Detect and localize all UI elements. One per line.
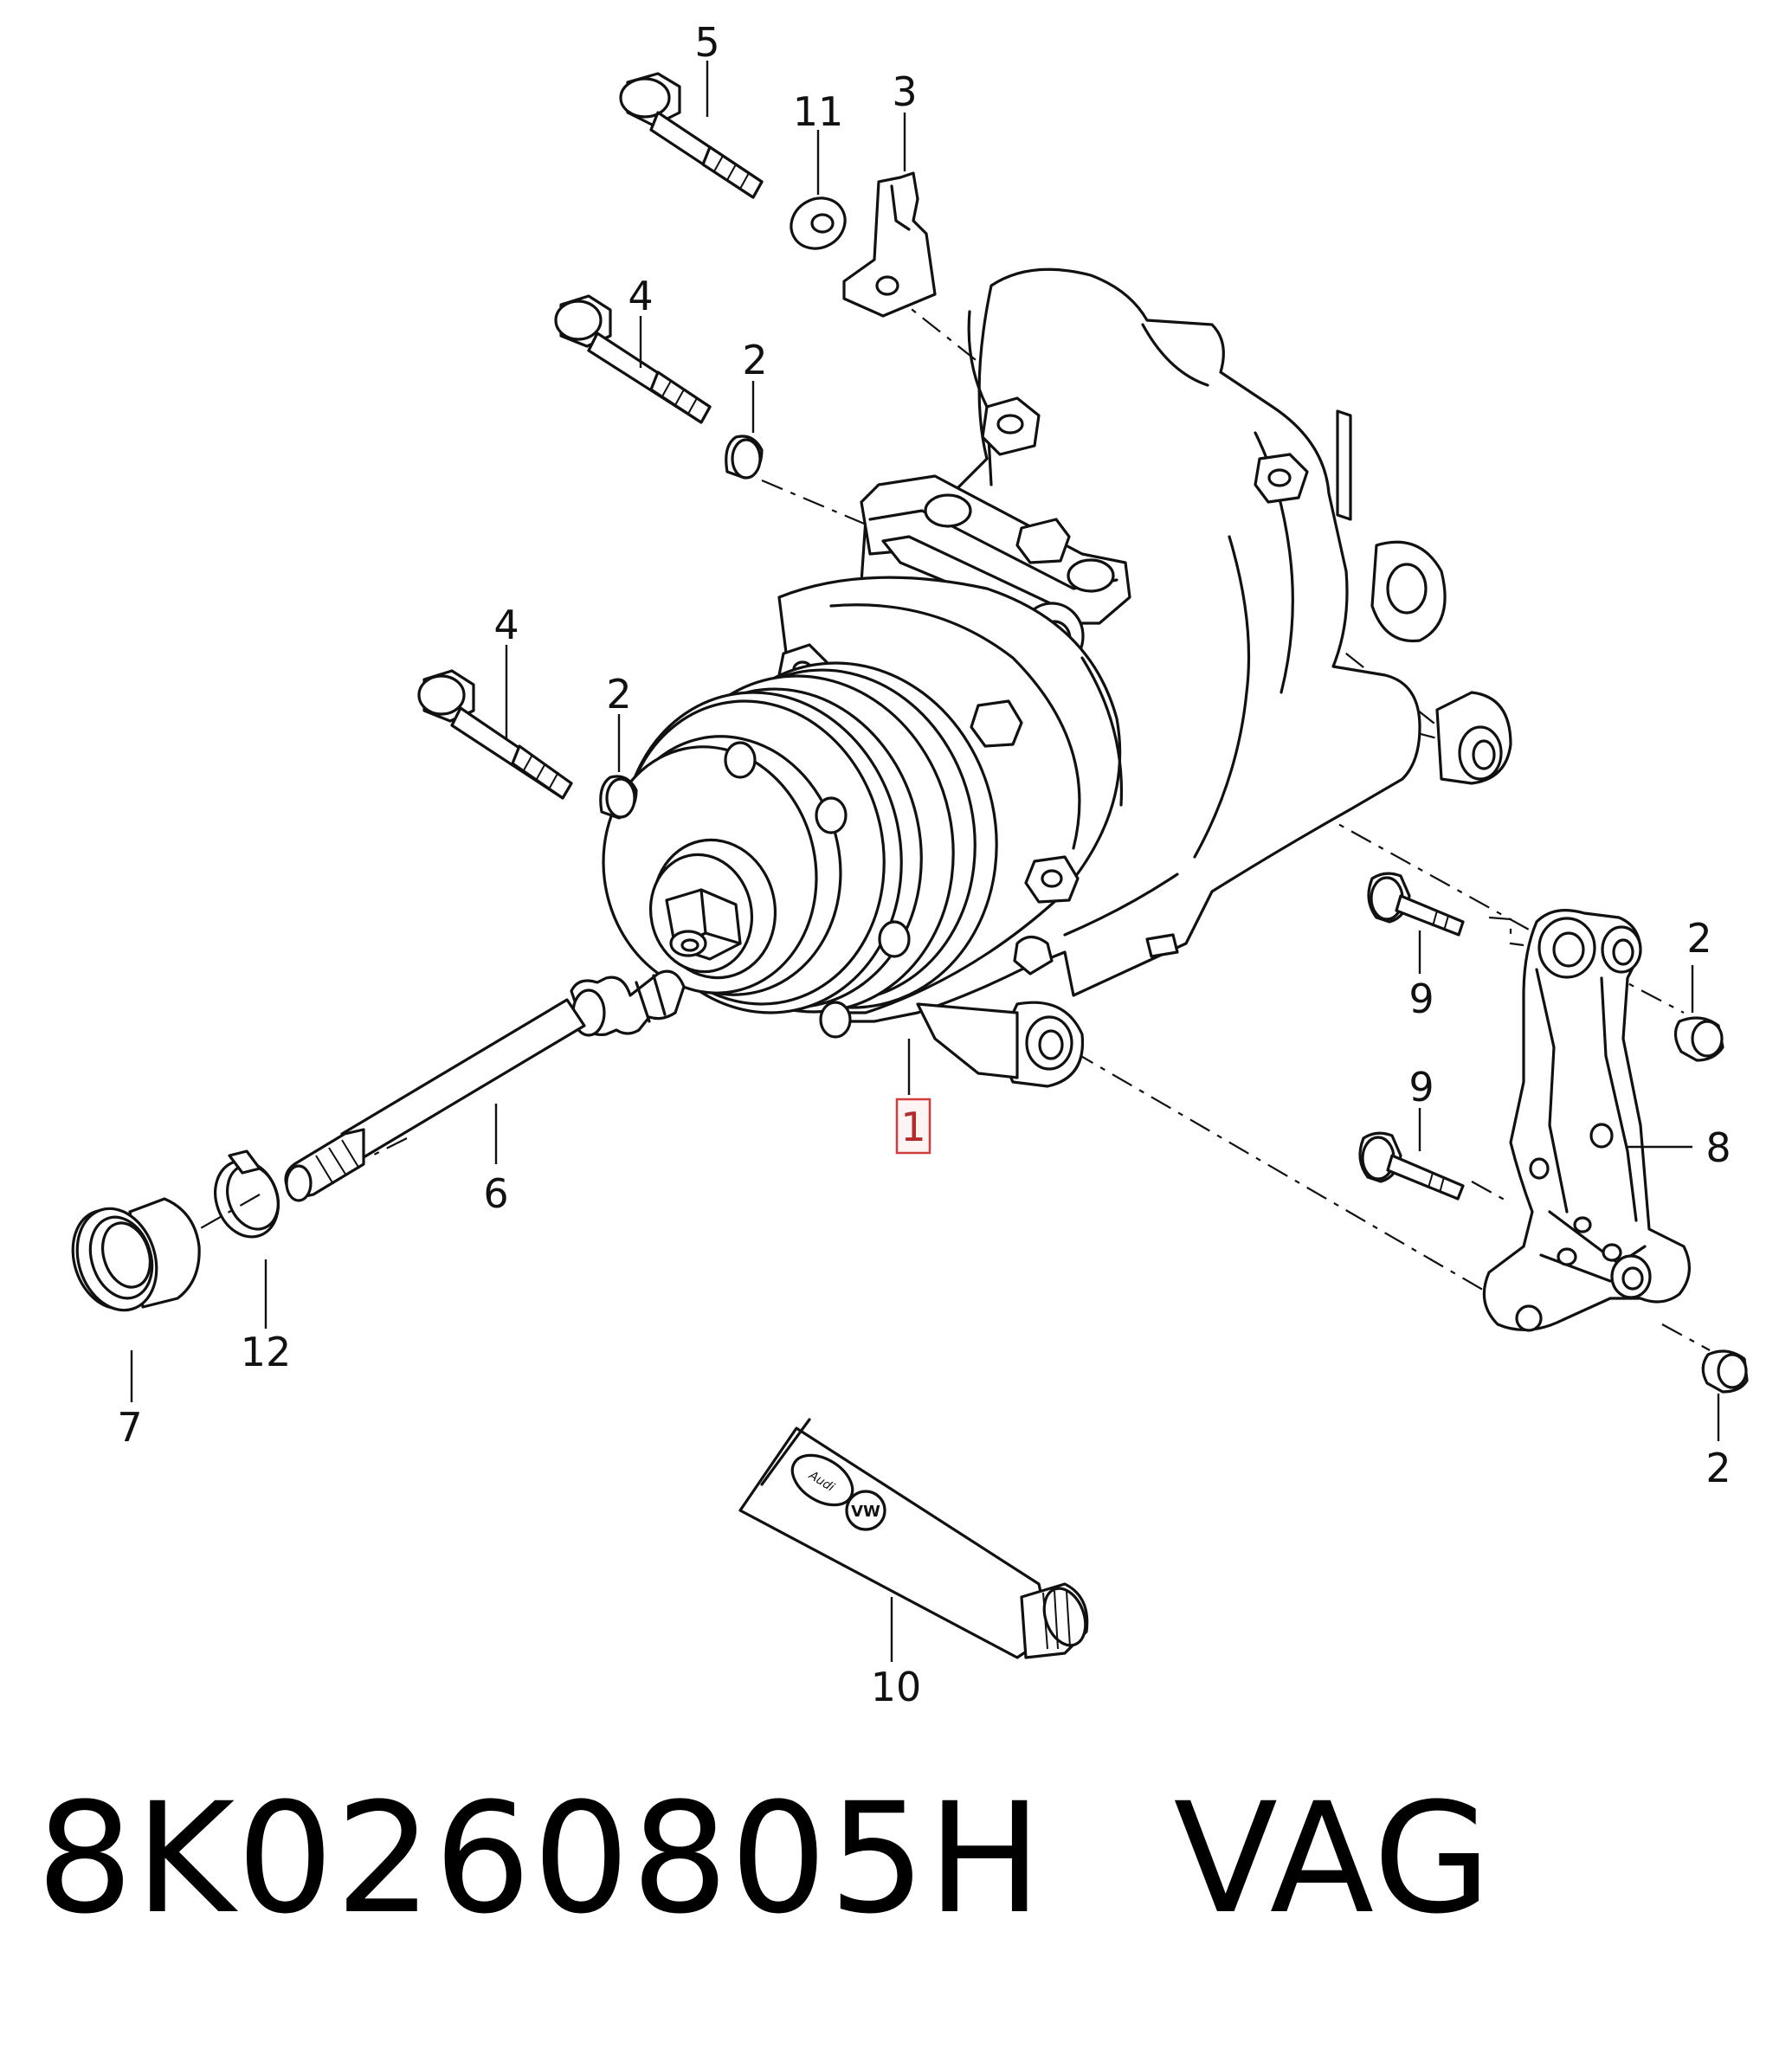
washer-11 <box>790 196 847 250</box>
callout-7: 7 <box>117 1404 142 1451</box>
callout-4-middle: 4 <box>493 602 519 648</box>
brand-label: VAG <box>1173 1770 1493 1948</box>
callout-labels: 5 11 3 4 2 4 2 6 12 7 9 9 8 2 2 10 1 <box>117 19 1731 1710</box>
callout-12: 12 <box>241 1329 292 1375</box>
callout-2-upper: 2 <box>742 337 767 383</box>
callout-1-highlight-box <box>895 1098 931 1155</box>
bushing-2-right-lower <box>1701 1349 1749 1394</box>
clip-12 <box>214 1149 280 1239</box>
bolt-4-upper <box>554 294 712 424</box>
callout-2-right-upper: 2 <box>1686 915 1711 962</box>
leader-lines <box>130 61 1720 1662</box>
bolt-9-lower <box>1358 1131 1465 1201</box>
bolt-9-upper <box>1367 872 1465 937</box>
callout-8: 8 <box>1705 1124 1731 1171</box>
callout-5: 5 <box>694 19 719 66</box>
callout-9-upper: 9 <box>1408 975 1434 1022</box>
callout-6: 6 <box>483 1170 508 1217</box>
callout-2-middle: 2 <box>606 671 631 718</box>
bracket-8 <box>1482 909 1691 1332</box>
callout-1: 1 <box>900 1104 925 1150</box>
callout-2-right-lower: 2 <box>1705 1445 1731 1491</box>
grease-tube-10: Audi VW <box>738 1418 1089 1659</box>
bracket-3 <box>842 171 937 318</box>
callout-9-lower: 9 <box>1408 1064 1434 1111</box>
bolt-5 <box>619 72 764 199</box>
tube-logo-right: VW <box>851 1503 880 1521</box>
callout-10: 10 <box>871 1664 922 1710</box>
shaft-6 <box>284 969 686 1202</box>
callout-4-upper: 4 <box>628 273 653 319</box>
bushing-2-right-upper <box>1673 1016 1724 1062</box>
bushing-2-middle <box>599 775 638 820</box>
callout-11: 11 <box>793 88 844 135</box>
compressor <box>602 267 1512 1088</box>
bolt-4-middle <box>417 669 573 800</box>
callout-3: 3 <box>892 68 917 115</box>
part-number: 8K0260805H <box>36 1770 1044 1948</box>
boot-7 <box>71 1197 201 1312</box>
bushing-2-upper <box>725 435 764 480</box>
